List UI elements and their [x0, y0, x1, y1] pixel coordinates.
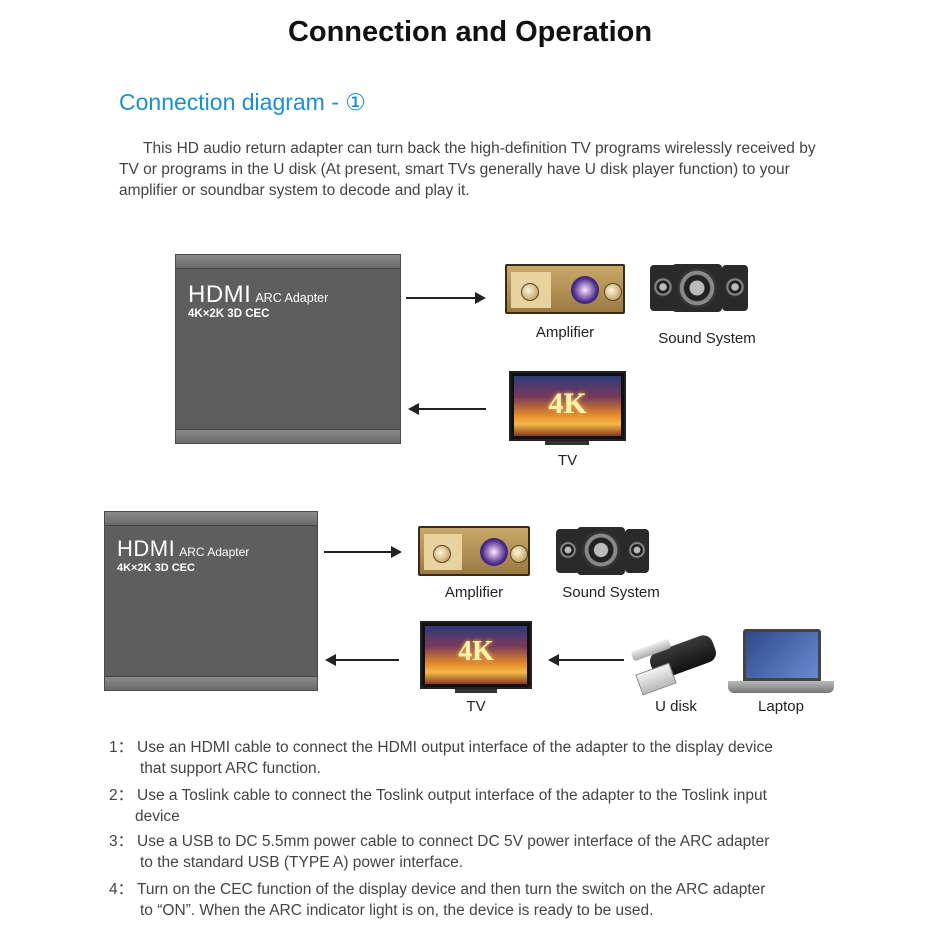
usb-cap-silver	[630, 638, 672, 662]
step-1-text: Use an HDMI cable to connect the HDMI ou…	[137, 739, 773, 756]
subwoofer-icon	[672, 264, 722, 312]
step-3-text: Use a USB to DC 5.5mm power cable to con…	[137, 833, 770, 850]
laptop-icon	[743, 629, 821, 681]
laptop-label: Laptop	[758, 698, 804, 715]
section-title: Connection diagram - ①	[119, 89, 366, 115]
tv-label-2: TV	[466, 698, 486, 715]
usb-drive-icon	[647, 632, 719, 682]
step-3-number: 3：	[109, 833, 134, 850]
step-4-text-cont: to “ON”. When the ARC indicator light is…	[140, 902, 654, 919]
sound-system-label: Sound System	[658, 330, 756, 347]
tv-label: TV	[557, 452, 578, 469]
step-1-number: 1：	[109, 739, 134, 756]
arrow-to-audio	[406, 292, 486, 304]
amplifier-icon	[505, 264, 625, 314]
device-spec: 4K×2K 3D CEC	[188, 308, 270, 320]
step-2-text-cont: device	[135, 808, 180, 825]
step-4-text: Turn on the CEC function of the display …	[137, 881, 766, 898]
step-1-text-cont: that support ARC function.	[140, 760, 321, 777]
device-brand-hdmi-2: HDMI	[117, 536, 176, 561]
intro-paragraph: This HD audio return adapter can turn ba…	[119, 140, 816, 199]
step-2-number: 2：	[109, 787, 134, 804]
device-bottom-band	[176, 429, 400, 443]
amplifier-icon-2	[418, 526, 530, 576]
device-brand-arc-2: ARC Adapter	[179, 545, 250, 559]
device-brand-arc: ARC Adapter	[255, 291, 329, 305]
tv-icon-2: 4K	[420, 621, 532, 689]
step-1: 1：Use an HDMI cable to connect the HDMI …	[109, 737, 849, 779]
arrow-from-tv-2	[325, 654, 399, 666]
device-spec-2: 4K×2K 3D CEC	[117, 562, 195, 574]
speaker-right-icon-2	[625, 529, 649, 573]
tv-stand	[545, 441, 589, 445]
step-2: 2：Use a Toslink cable to connect the Tos…	[109, 785, 849, 827]
speaker-right-icon	[722, 265, 748, 311]
subwoofer-icon-2	[577, 527, 625, 575]
step-3-text-cont: to the standard USB (TYPE A) power inter…	[140, 854, 464, 871]
amplifier-label-2: Amplifier	[444, 584, 504, 601]
device-top-band	[176, 255, 400, 269]
arrow-from-tv	[408, 403, 486, 415]
device-brand-hdmi: HDMI	[188, 281, 252, 308]
step-4-number: 4：	[109, 881, 134, 898]
usb-plug	[635, 662, 677, 696]
step-3: 3：Use a USB to DC 5.5mm power cable to c…	[109, 831, 849, 873]
arrow-from-udisk	[548, 654, 624, 666]
sound-system-label-2: Sound System	[562, 584, 660, 601]
device-top-band-2	[105, 512, 317, 526]
sound-system-icon-2	[556, 529, 580, 573]
udisk-label: U disk	[655, 698, 697, 715]
tv-4k-badge-2: 4K	[458, 636, 494, 667]
device-bottom-band-2	[105, 676, 317, 690]
step-2-text: Use a Toslink cable to connect the Tosli…	[137, 787, 767, 804]
arrow-to-audio-2	[324, 546, 402, 558]
page-title: Connection and Operation	[287, 16, 653, 48]
sound-system-icon	[650, 265, 676, 311]
amplifier-label: Amplifier	[535, 324, 595, 341]
laptop-base	[728, 681, 834, 693]
step-4: 4：Turn on the CEC function of the displa…	[109, 879, 849, 921]
tv-icon: 4K	[509, 371, 626, 441]
tv-stand-2	[455, 689, 497, 693]
tv-4k-badge: 4K	[548, 387, 587, 420]
